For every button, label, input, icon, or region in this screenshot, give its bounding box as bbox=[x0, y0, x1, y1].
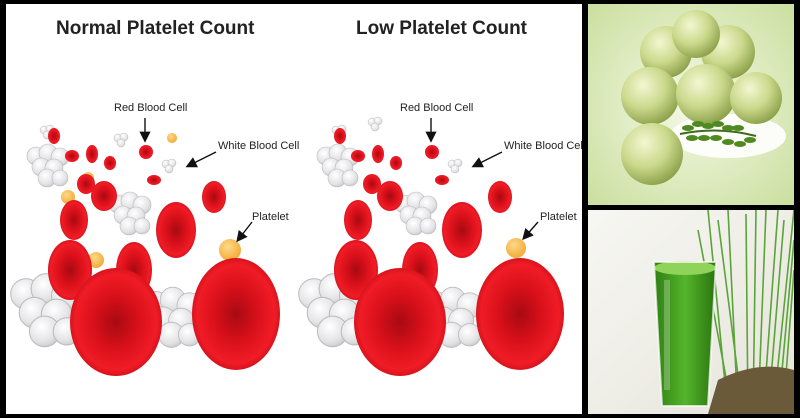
red-blood-cell bbox=[65, 150, 79, 162]
white-cell-pointer bbox=[471, 151, 503, 168]
low-red-blood-cell-label: Red Blood Cell bbox=[400, 102, 474, 114]
red-blood-cell bbox=[202, 181, 226, 213]
red-blood-cell bbox=[344, 200, 372, 240]
red-blood-cell bbox=[390, 156, 402, 170]
platelet bbox=[167, 133, 177, 143]
red-blood-cell bbox=[425, 145, 439, 159]
white-blood-cell-cluster bbox=[26, 143, 70, 188]
red-blood-cell bbox=[60, 200, 88, 240]
red-blood-cell bbox=[104, 156, 116, 170]
red-blood-cell bbox=[70, 268, 162, 376]
low-cells bbox=[298, 116, 564, 376]
red-blood-cell bbox=[77, 174, 95, 194]
red-blood-cell bbox=[139, 145, 153, 159]
normal-platelet-label: Platelet bbox=[252, 211, 289, 223]
red-blood-cell bbox=[48, 128, 60, 144]
white-cell-pointer bbox=[185, 151, 217, 168]
platelet bbox=[88, 252, 104, 268]
red-blood-cell bbox=[156, 202, 196, 258]
red-blood-cell bbox=[363, 174, 381, 194]
low-platelet-label: Platelet bbox=[540, 211, 577, 223]
platelet bbox=[506, 238, 526, 258]
red-blood-cell bbox=[91, 181, 117, 211]
red-blood-cell bbox=[435, 175, 449, 185]
red-blood-cell bbox=[488, 181, 512, 213]
platelet-pointer bbox=[522, 221, 539, 241]
platelet bbox=[219, 239, 241, 261]
red-blood-cell bbox=[377, 181, 403, 211]
low-count-title: Low Platelet Count bbox=[356, 18, 527, 39]
red-blood-cell bbox=[351, 150, 365, 162]
platelet-diagram-panel: Normal Platelet Count Low Platelet Count bbox=[6, 4, 582, 414]
normal-count-title: Normal Platelet Count bbox=[56, 18, 255, 39]
red-blood-cell bbox=[334, 128, 346, 144]
blood-cells-illustration bbox=[10, 116, 564, 376]
red-blood-cell bbox=[372, 145, 384, 163]
amla-photo bbox=[588, 4, 794, 205]
normal-white-blood-cell-label: White Blood Cell bbox=[218, 140, 300, 152]
red-blood-cell bbox=[476, 258, 564, 370]
red-blood-cell bbox=[147, 175, 161, 185]
normal-red-blood-cell-label: Red Blood Cell bbox=[114, 102, 188, 114]
amla-fruits-image bbox=[588, 4, 794, 205]
white-blood-cell-cluster bbox=[161, 158, 177, 174]
red-blood-cell bbox=[192, 258, 280, 370]
red-blood-cell bbox=[48, 240, 92, 300]
white-blood-cell-cluster bbox=[113, 132, 129, 148]
red-blood-cell bbox=[442, 202, 482, 258]
red-blood-cell bbox=[354, 268, 446, 376]
low-white-blood-cell-label: White Blood Cell bbox=[504, 140, 582, 152]
wheatgrass-juice-photo bbox=[588, 210, 794, 414]
normal-cells bbox=[10, 118, 280, 376]
red-blood-cell bbox=[86, 145, 98, 163]
white-blood-cell-cluster bbox=[367, 116, 383, 132]
white-blood-cell-cluster bbox=[316, 143, 360, 188]
wheatgrass-juice-image bbox=[588, 210, 794, 414]
platelet-pointer bbox=[236, 221, 253, 243]
white-blood-cell-cluster bbox=[447, 158, 463, 174]
